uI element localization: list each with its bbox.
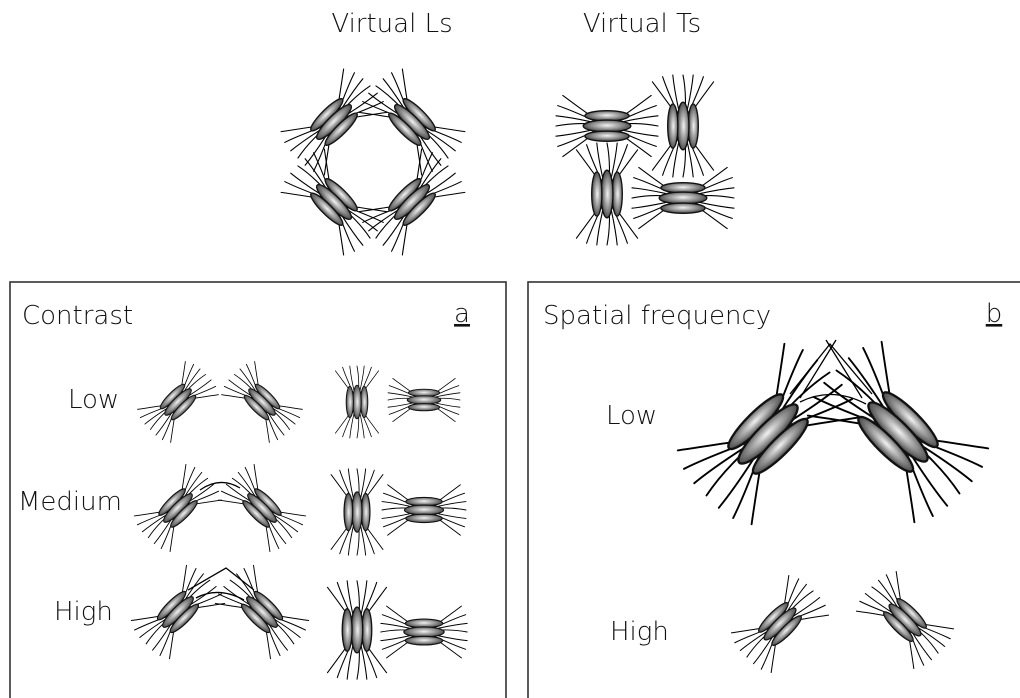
- sf-high-pair: [727, 567, 958, 677]
- gabor-element: [335, 366, 378, 438]
- contrast-low-l-pair: [134, 358, 306, 446]
- virtual-ls-label: Virtual Ls: [331, 9, 452, 39]
- bridge-line: [800, 394, 866, 404]
- contrast-high-t-pair: [327, 581, 467, 679]
- panel-contrast: Contrast a Low Medium High: [10, 282, 506, 698]
- gabor-element: [576, 143, 637, 245]
- gabor-element: [852, 567, 958, 673]
- gabor-element: [381, 606, 467, 658]
- gabor-element: [327, 581, 386, 679]
- row-label-high: High: [54, 597, 113, 627]
- gabor-element: [134, 358, 222, 446]
- gabor-element: [127, 561, 229, 663]
- contrast-medium-t-pair: [331, 469, 466, 555]
- virtual-ts-figure: [556, 75, 734, 245]
- virtual-ls-figure: [276, 64, 469, 259]
- gabor-element: [727, 571, 833, 677]
- gabor-element: [354, 144, 469, 259]
- panel-spatial-frequency: Spatial frequency b Low High: [528, 282, 1020, 698]
- gabor-element: [276, 144, 391, 259]
- virtual-ts-label: Virtual Ts: [583, 9, 701, 39]
- sf-row-label-high: High: [610, 617, 669, 647]
- gabor-element: [388, 378, 460, 421]
- gabor-element: [556, 95, 658, 156]
- gabor-element: [800, 334, 997, 531]
- gabor-element: [218, 358, 306, 446]
- gabor-element: [382, 485, 466, 535]
- bridge-line: [200, 482, 240, 490]
- gabor-element: [130, 460, 225, 555]
- contrast-medium-l-pair: [130, 460, 309, 555]
- gabor-element: [211, 561, 313, 663]
- bridge-line: [188, 568, 254, 590]
- panel-a-tag: a: [454, 299, 470, 329]
- row-label-medium: Medium: [18, 487, 122, 517]
- gabor-element: [331, 469, 383, 555]
- contrast-low-t-pair: [335, 366, 460, 438]
- gabor-element: [670, 336, 867, 533]
- row-label-low: Low: [68, 385, 119, 415]
- gabor-element: [354, 64, 469, 179]
- panel-a-title: Contrast: [22, 301, 133, 331]
- panel-b-title: Spatial frequency: [543, 301, 771, 331]
- bridge-line: [800, 340, 836, 398]
- panel-b-tag: b: [986, 299, 1003, 329]
- gabor-element: [276, 64, 391, 179]
- gabor-element: [652, 75, 713, 177]
- sf-row-label-low: Low: [606, 401, 657, 431]
- gabor-element: [214, 460, 309, 555]
- sf-low-pair: [670, 334, 997, 533]
- contrast-high-l-pair: [127, 561, 313, 663]
